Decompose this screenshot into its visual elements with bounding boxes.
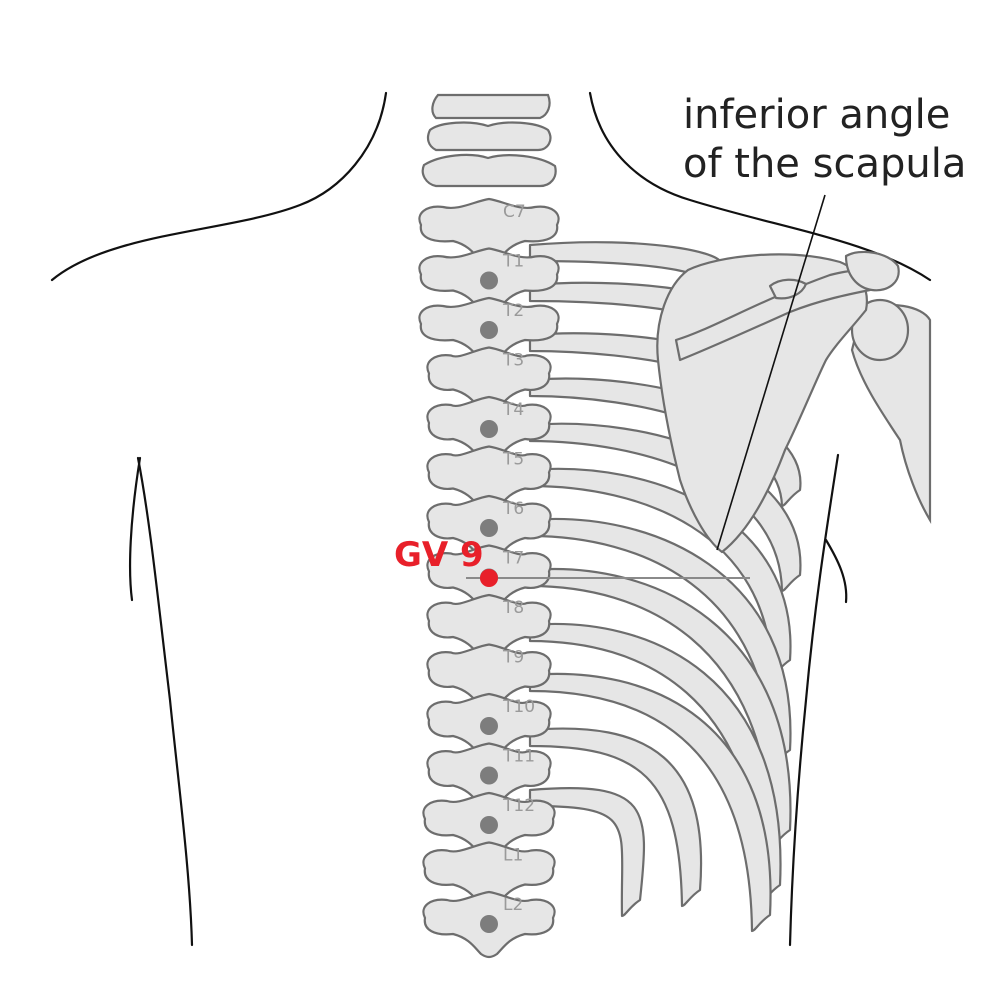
spinous-process-marker bbox=[480, 816, 498, 834]
vertebra-label: T9 bbox=[502, 648, 524, 668]
vertebra-t11: T11 bbox=[426, 742, 552, 810]
acromion bbox=[844, 250, 900, 292]
annotation-leader-line bbox=[716, 194, 826, 551]
vertebra-l1: L1 bbox=[422, 841, 556, 909]
vertebra-body bbox=[418, 197, 560, 266]
vertebra-c7: C7 bbox=[418, 197, 560, 266]
spinous-process-marker bbox=[480, 519, 498, 537]
vertebra-t6: T6 bbox=[426, 494, 552, 563]
vertebra-body bbox=[426, 643, 552, 711]
vertebra-t9: T9 bbox=[426, 643, 552, 711]
vertebra-label: T1 bbox=[502, 252, 524, 272]
neck-left bbox=[50, 91, 388, 282]
rib bbox=[528, 727, 703, 908]
spinous-process-marker bbox=[480, 717, 498, 735]
humerus bbox=[850, 298, 932, 524]
vertebra-body bbox=[422, 841, 556, 909]
vertebra-label: T12 bbox=[502, 796, 535, 816]
vertebra-t5: T5 bbox=[426, 445, 552, 513]
vertebra-label: L1 bbox=[503, 846, 523, 866]
vertebra-label: T4 bbox=[502, 400, 524, 420]
spinous-process-marker bbox=[480, 766, 498, 785]
vertebra-t12: T12 bbox=[422, 791, 556, 860]
vertebra-t2: T2 bbox=[418, 296, 560, 365]
spinous-process-marker bbox=[480, 420, 498, 438]
vertebra-body bbox=[426, 445, 552, 513]
spinous-process-marker bbox=[480, 915, 498, 933]
arm-right-outline bbox=[788, 453, 840, 947]
vertebra-label: T10 bbox=[502, 697, 535, 717]
armpit-right bbox=[824, 538, 848, 604]
gv9-point bbox=[480, 569, 498, 587]
vertebra-label: T2 bbox=[502, 301, 524, 321]
rib bbox=[528, 786, 646, 918]
vertebra-label: T3 bbox=[502, 351, 524, 371]
spinous-process-marker bbox=[480, 321, 498, 339]
armpit-left bbox=[128, 456, 142, 602]
vertebra-label: T11 bbox=[502, 747, 535, 767]
vertebra-t4: T4 bbox=[426, 395, 552, 464]
vertebra-label: C7 bbox=[503, 202, 526, 222]
spinous-process-marker bbox=[480, 271, 498, 290]
vertebra-l2: L2 bbox=[422, 890, 556, 959]
gv9-label: GV 9 bbox=[394, 535, 484, 575]
vertebra-t10: T10 bbox=[426, 692, 552, 761]
vertebra-label: T6 bbox=[502, 499, 524, 519]
vertebra-t1: T1 bbox=[418, 247, 560, 315]
vertebra-t3: T3 bbox=[426, 346, 552, 414]
vertebra-label: T8 bbox=[502, 598, 524, 618]
annotation-line2: of the scapula bbox=[683, 141, 966, 187]
vertebra-label: T7 bbox=[502, 549, 524, 569]
vertebra-body bbox=[426, 593, 552, 662]
rib bbox=[528, 672, 772, 933]
cervical-top bbox=[421, 93, 557, 188]
vertebra-body bbox=[426, 346, 552, 414]
annotation-line1: inferior angle bbox=[683, 92, 950, 138]
vertebra-t8: T8 bbox=[426, 593, 552, 662]
vertebra-label: T5 bbox=[502, 450, 524, 470]
arm-left-outline bbox=[136, 456, 194, 947]
vertebra-label: L2 bbox=[503, 895, 523, 915]
